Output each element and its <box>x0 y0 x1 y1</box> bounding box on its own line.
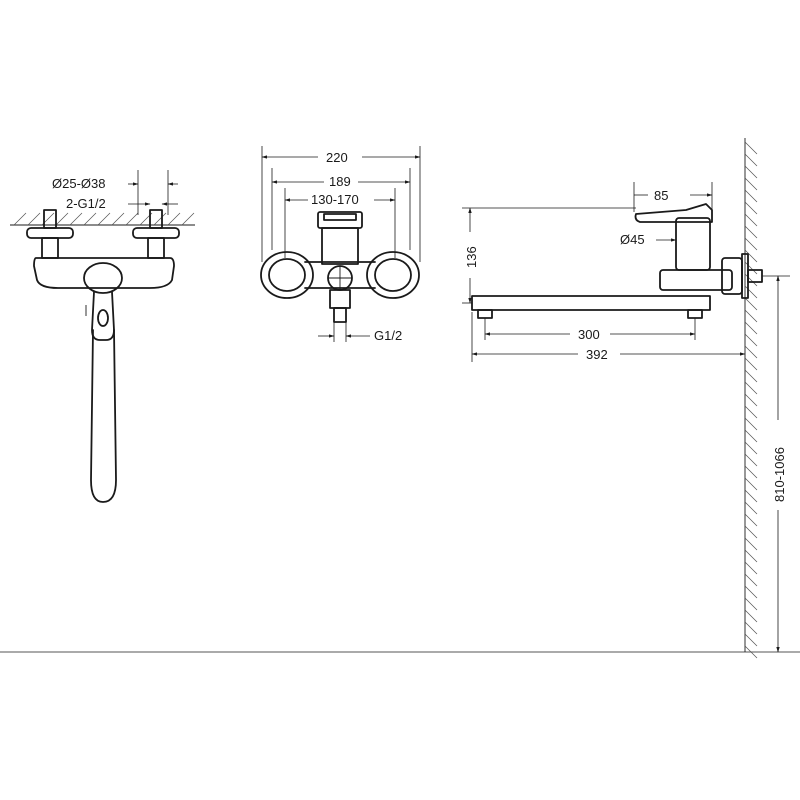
overall-width-label: 220 <box>326 150 348 165</box>
top-view: 220 189 130-170 G1/2 <box>260 146 421 343</box>
handle-span-label: 189 <box>329 174 351 189</box>
side-view: 85 Ø45 136 300 392 810-1066 <box>462 138 790 659</box>
height-label: 136 <box>464 246 479 268</box>
center-distance-label: 130-170 <box>311 192 359 207</box>
spout-length-label: 300 <box>578 327 600 342</box>
wall-hatch-top <box>10 212 195 226</box>
body-width-label: 85 <box>654 188 668 203</box>
front-view: Ø25-Ø38 2-G1/2 <box>10 170 195 503</box>
body-diameter-label: Ø45 <box>620 232 645 247</box>
wall-hatch-side <box>744 138 758 659</box>
pipe-diameter-label: Ø25-Ø38 <box>52 176 105 191</box>
inlet-thread-label: 2-G1/2 <box>66 196 106 211</box>
mounting-height-label: 810-1066 <box>772 447 787 502</box>
total-reach-label: 392 <box>586 347 608 362</box>
front-dimensions <box>128 170 178 215</box>
outlet-thread-label: G1/2 <box>374 328 402 343</box>
